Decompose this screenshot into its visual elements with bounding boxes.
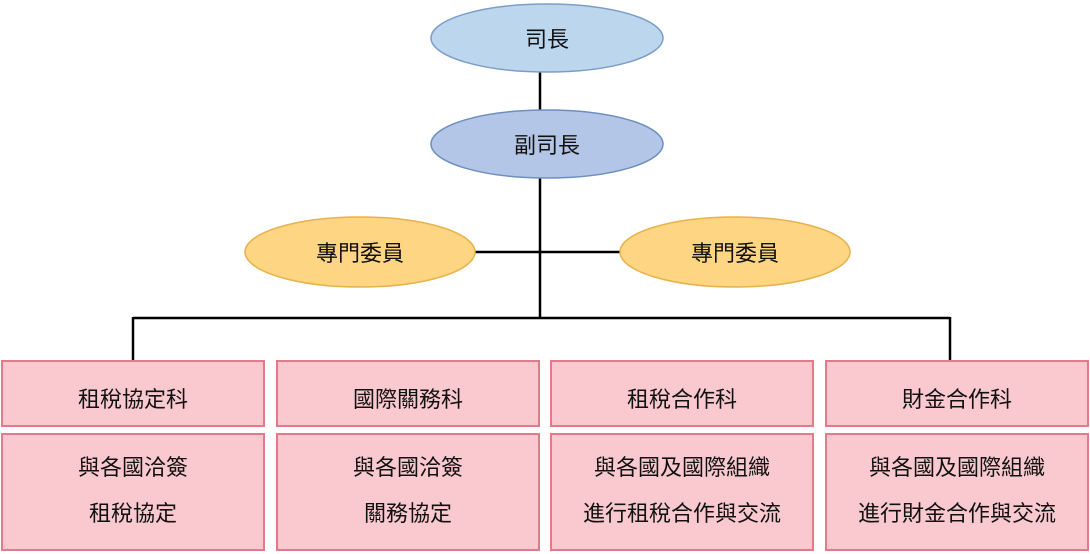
director-label: 司長 [524, 28, 569, 53]
section-name-2: 國際關務科 [352, 387, 463, 413]
section-desc-box-1 [1, 433, 265, 551]
section-box-1 [1, 360, 265, 427]
section-desc-4-line-1: 與各國及國際組織 [868, 456, 1045, 481]
section-desc-box-2 [276, 433, 540, 551]
section-desc-3-line-2: 進行租稅合作與交流 [582, 502, 781, 527]
section-name-4: 財金合作科 [901, 387, 1012, 413]
section-box-2 [276, 360, 540, 427]
specialist-left-node [244, 216, 476, 288]
section-desc-3-line-1: 與各國及國際組織 [593, 456, 770, 481]
specialist-left-label: 專門委員 [315, 242, 404, 267]
connector-lines [131, 72, 952, 360]
specialist-right-node [619, 216, 851, 288]
deputy-director-label: 副司長 [513, 134, 580, 159]
section-desc-2-line-2: 關務協定 [363, 502, 452, 527]
section-desc-1-line-2: 租稅協定 [88, 502, 177, 527]
section-desc-2-line-1: 與各國洽簽 [352, 456, 463, 481]
section-desc-box-3 [550, 433, 814, 551]
section-desc-1-line-1: 與各國洽簽 [77, 456, 188, 481]
section-desc-4: 與各國及國際組織 進行財金合作與交流 [826, 430, 1088, 554]
deputy-director-node [430, 109, 664, 179]
section-desc-1: 與各國洽簽 租稅協定 [2, 430, 264, 554]
section-name-1: 租稅協定科 [77, 387, 188, 413]
section-desc-3: 與各國及國際組織 進行租稅合作與交流 [551, 430, 813, 554]
section-box-4 [825, 360, 1089, 427]
section-desc-4-line-2: 進行財金合作與交流 [857, 502, 1056, 527]
section-desc-2: 與各國洽簽 關務協定 [277, 430, 539, 554]
section-name-3: 租稅合作科 [626, 387, 737, 413]
section-desc-box-4 [825, 433, 1089, 551]
director-node [430, 3, 664, 73]
section-box-3 [550, 360, 814, 427]
specialist-right-label: 專門委員 [690, 242, 779, 267]
